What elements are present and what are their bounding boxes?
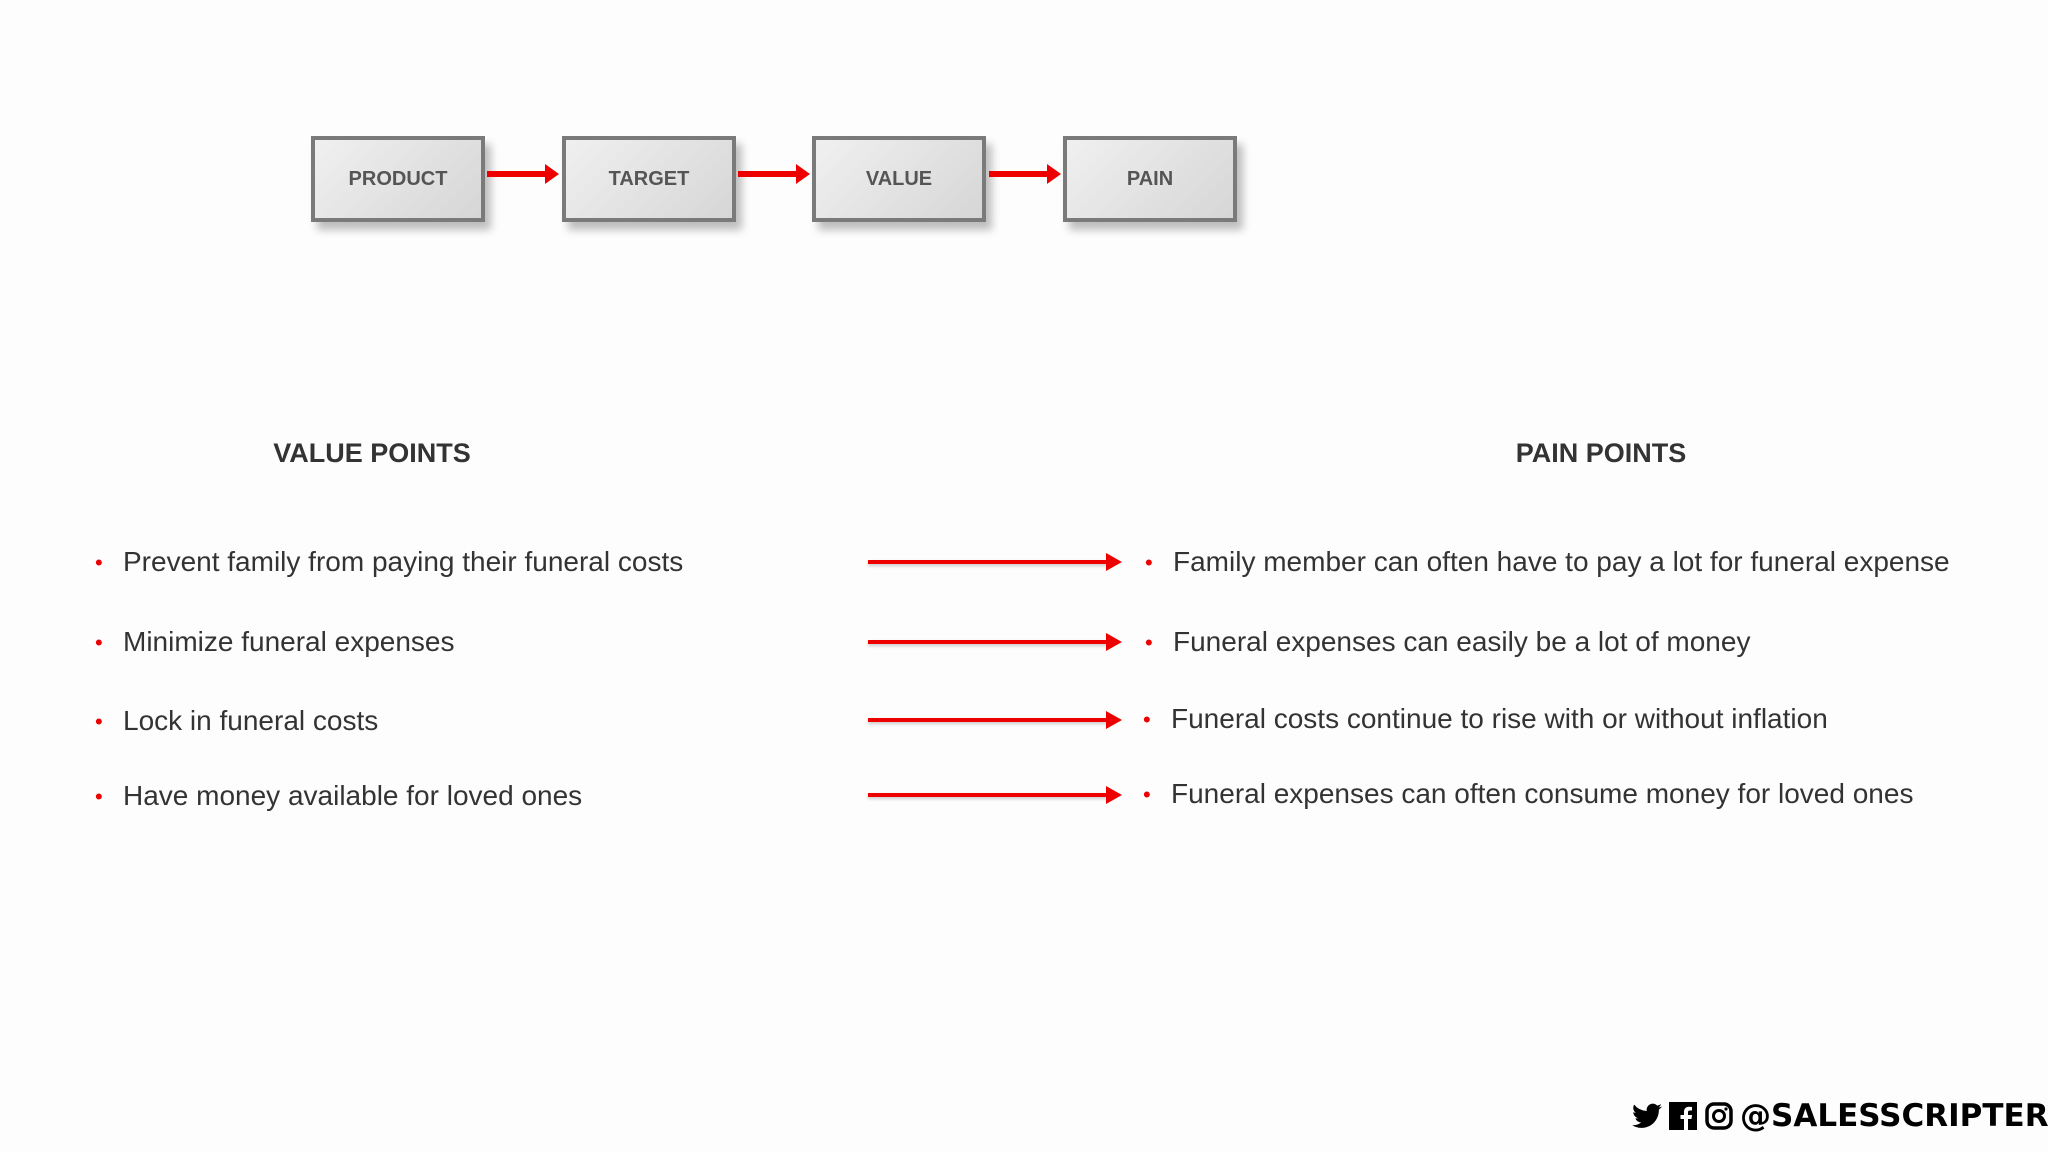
pain-point: • Funeral expenses can easily be a lot of…: [1145, 626, 1751, 658]
twitter-icon: [1632, 1101, 1662, 1131]
row-arrow: [868, 633, 1122, 651]
value-point-text: Have money available for loved ones: [123, 780, 583, 811]
bullet: •: [95, 784, 103, 809]
bullet: •: [95, 630, 103, 655]
flow-arrow: [989, 164, 1061, 184]
value-point-text: Minimize funeral expenses: [123, 626, 455, 657]
pain-point-text: Family member can often have to pay a lo…: [1173, 546, 1950, 577]
facebook-icon: [1668, 1101, 1698, 1131]
pain-point-text: Funeral costs continue to rise with or w…: [1171, 703, 1828, 734]
value-point: • Lock in funeral costs: [95, 705, 379, 737]
bullet: •: [1145, 630, 1153, 655]
social-handle: @SALESSCRIPTER: [1740, 1098, 2048, 1134]
bullet: •: [1145, 550, 1153, 575]
flow-box-target: TARGET: [562, 136, 736, 222]
value-point-text: Lock in funeral costs: [123, 705, 379, 736]
value-points-heading: VALUE POINTS: [273, 438, 471, 468]
bullet: •: [95, 550, 103, 575]
pain-points-heading: PAIN POINTS: [1515, 438, 1687, 468]
pain-point: • Funeral costs continue to rise with or …: [1143, 703, 1828, 735]
bullet: •: [95, 709, 103, 734]
flow-arrow: [738, 164, 810, 184]
value-point: • Minimize funeral expenses: [95, 626, 455, 658]
value-point: • Have money available for loved ones: [95, 780, 583, 812]
instagram-icon: [1704, 1101, 1734, 1131]
row-arrow: [868, 786, 1122, 804]
pain-point: • Family member can often have to pay a l…: [1145, 546, 1950, 578]
bullet: •: [1143, 782, 1151, 807]
bullet: •: [1143, 707, 1151, 732]
pain-point-text: Funeral expenses can easily be a lot of …: [1173, 626, 1751, 657]
value-point-text: Prevent family from paying their funeral…: [123, 546, 684, 577]
flow-box-pain: PAIN: [1063, 136, 1237, 222]
row-arrow: [868, 553, 1122, 571]
flow-arrow: [487, 164, 559, 184]
flow-box-product: PRODUCT: [311, 136, 485, 222]
pain-point-text: Funeral expenses can often consume money…: [1171, 778, 1914, 809]
value-point: • Prevent family from paying their funera…: [95, 546, 684, 578]
row-arrow: [868, 711, 1122, 729]
social-footer: @SALESSCRIPTER: [1632, 1098, 2048, 1134]
flow-box-value: VALUE: [812, 136, 986, 222]
pain-point: • Funeral expenses can often consume mone…: [1143, 778, 1914, 810]
